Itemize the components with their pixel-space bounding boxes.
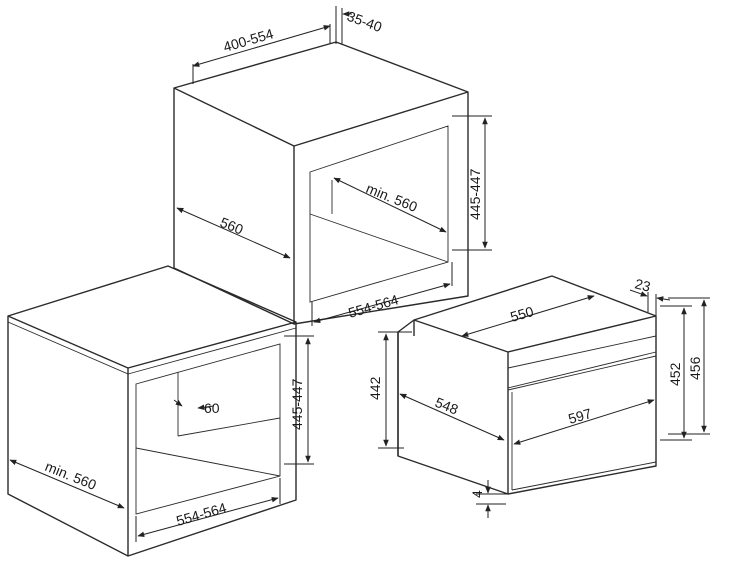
appliance-body-depth-label: 548 xyxy=(433,394,461,418)
appliance-bottom-gap-label: 4 xyxy=(469,490,485,498)
lower-cabinet-dimensions xyxy=(9,335,314,542)
appliance-front-offset-label: 23 xyxy=(633,275,652,294)
lower-recess-label: 60 xyxy=(204,400,220,416)
upper-cabinet-labels: 400-554 35-40 560 min. 560 445-447 554-5… xyxy=(218,8,483,321)
upper-depth-label: 560 xyxy=(218,214,246,238)
lower-opening-width-label: 554-564 xyxy=(174,499,228,529)
appliance-labels: 550 23 442 548 597 452 456 4 xyxy=(367,275,703,498)
upper-cabinet-dimensions xyxy=(176,6,492,326)
upper-opening-width-label: 554-564 xyxy=(346,291,400,321)
lower-cabinet-labels: min. 560 60 445-447 554-564 xyxy=(43,378,305,528)
upper-width-label: 400-554 xyxy=(221,25,275,55)
lower-depth-label: min. 560 xyxy=(43,458,99,493)
lower-opening-height-label: 445-447 xyxy=(289,378,305,430)
upper-opening-height-label: 445-447 xyxy=(467,168,483,220)
lower-cabinet xyxy=(7,265,297,557)
upper-cabinet xyxy=(173,41,469,325)
upper-gap-label: 35-40 xyxy=(345,8,384,35)
appliance-front-width-label: 597 xyxy=(566,405,593,427)
appliance-dimensions xyxy=(378,289,710,518)
appliance-front-height-label: 452 xyxy=(667,362,683,386)
appliance-body-width-label: 550 xyxy=(508,303,535,325)
upper-opening-depth-label: min. 560 xyxy=(364,180,420,215)
appliance-body-height-label: 442 xyxy=(367,376,383,400)
appliance-total-height-label: 456 xyxy=(687,356,703,380)
